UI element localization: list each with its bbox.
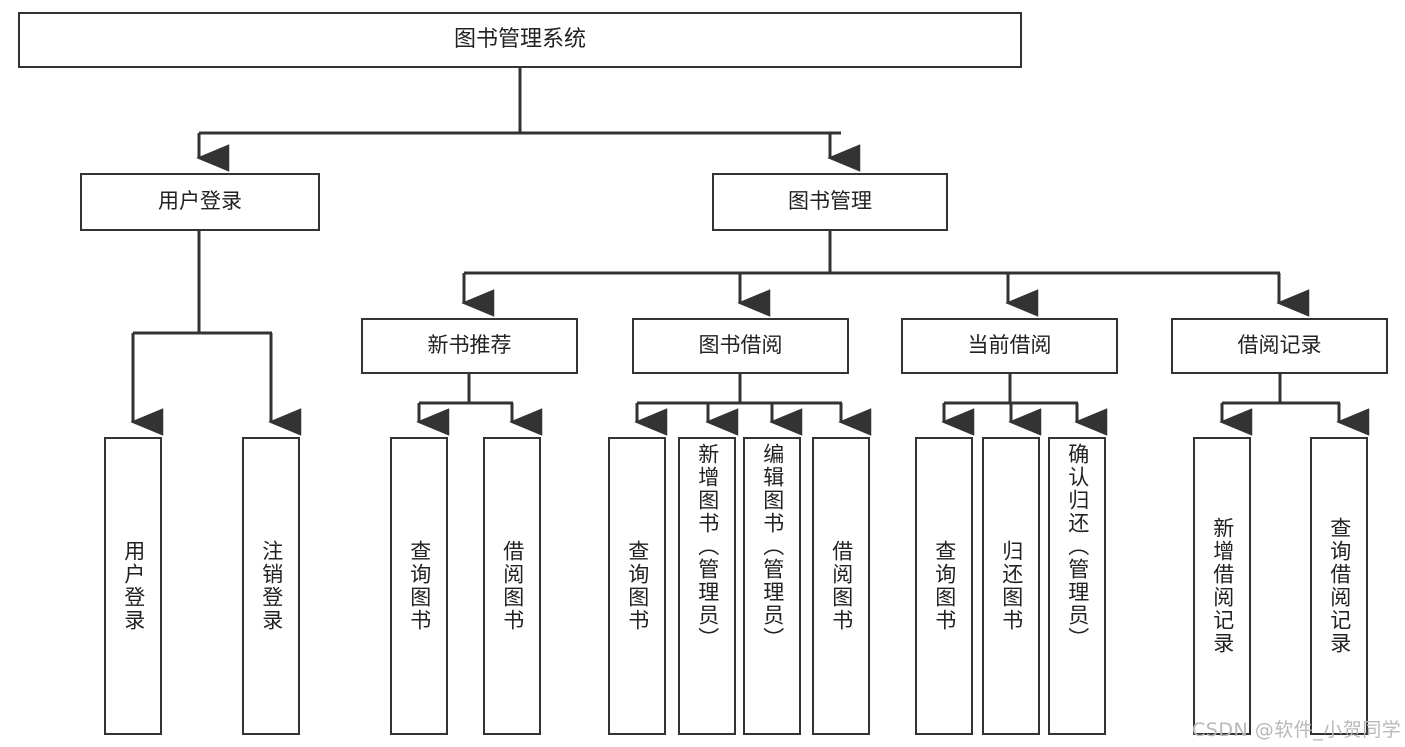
- leaf-records-query-record[interactable]: 查询借阅记录: [1310, 437, 1368, 735]
- node-new-book-recommend[interactable]: 新书推荐: [361, 318, 578, 374]
- leaf-newbook-borrow-books[interactable]: 借阅图书: [483, 437, 541, 735]
- leaf-borrow-lend-book[interactable]: 借阅图书: [812, 437, 870, 735]
- node-current-borrow[interactable]: 当前借阅: [901, 318, 1118, 374]
- leaf-borrow-query-books[interactable]: 查询图书: [608, 437, 666, 735]
- leaf-records-add-record[interactable]: 新增借阅记录: [1193, 437, 1251, 735]
- leaf-newbook-query-books[interactable]: 查询图书: [390, 437, 448, 735]
- node-root-system[interactable]: 图书管理系统: [18, 12, 1022, 68]
- leaf-user-login-login[interactable]: 用户登录: [104, 437, 162, 735]
- node-book-management[interactable]: 图书管理: [712, 173, 948, 231]
- watermark-credit: CSDN @软件_小贺同学: [1192, 719, 1402, 741]
- node-borrow-records[interactable]: 借阅记录: [1171, 318, 1388, 374]
- leaf-current-query-books[interactable]: 查询图书: [915, 437, 973, 735]
- leaf-current-confirm-return-admin[interactable]: 确认归还（管理员）: [1048, 437, 1106, 735]
- leaf-borrow-add-book-admin[interactable]: 新增图书（管理员）: [678, 437, 736, 735]
- leaf-current-return-books[interactable]: 归还图书: [982, 437, 1040, 735]
- node-user-login[interactable]: 用户登录: [80, 173, 320, 231]
- leaf-user-login-logout[interactable]: 注销登录: [242, 437, 300, 735]
- leaf-borrow-edit-book-admin[interactable]: 编辑图书（管理员）: [743, 437, 801, 735]
- node-book-borrow[interactable]: 图书借阅: [632, 318, 849, 374]
